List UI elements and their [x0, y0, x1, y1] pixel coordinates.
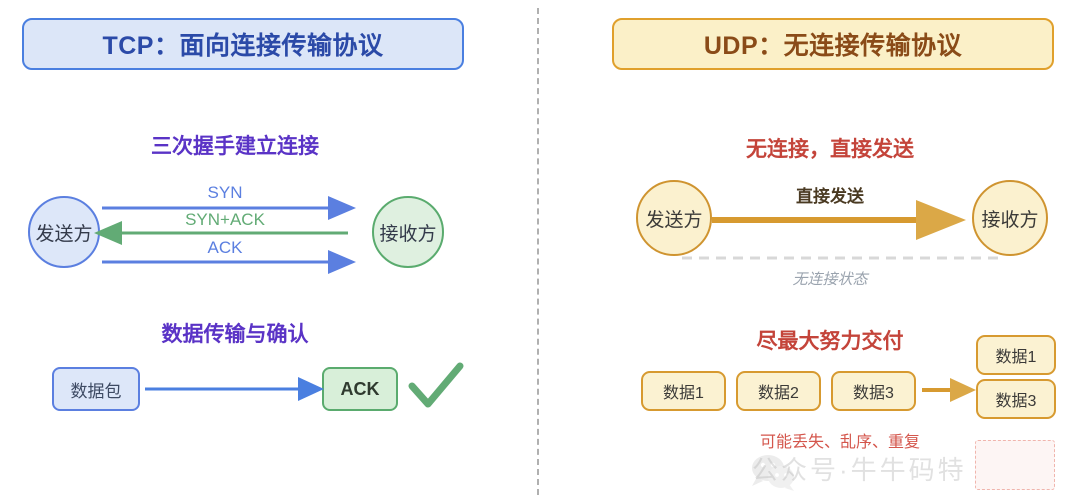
- panel-divider: [537, 8, 539, 495]
- tcp-data-transfer-heading: 数据传输与确认: [161, 323, 309, 346]
- udp-receiver-node: 接收方: [972, 180, 1048, 256]
- udp-connectionless-state-note: 无连接状态: [792, 271, 868, 288]
- udp-best-effort-heading: 尽最大努力交付: [756, 330, 904, 353]
- udp-input-box-1: 数据1: [641, 371, 726, 411]
- tcp-receiver-node: 接收方: [372, 196, 444, 268]
- tcp-data-packet-box: 数据包: [52, 367, 140, 411]
- tcp-arrow-label-ack: ACK: [207, 238, 243, 257]
- udp-connectionless-heading: 无连接，直接发送: [746, 138, 914, 161]
- tcp-ack-box: ACK: [322, 367, 398, 411]
- watermark-highlight-box: [975, 440, 1055, 490]
- udp-arrow-label-direct-send: 直接发送: [796, 187, 864, 206]
- udp-title-banner: UDP：无连接传输协议: [612, 18, 1054, 70]
- udp-input-box-3: 数据3: [831, 371, 916, 411]
- tcp-title-banner: TCP：面向连接传输协议: [22, 18, 464, 70]
- tcp-handshake-heading: 三次握手建立连接: [151, 135, 319, 158]
- udp-output-box-1: 数据1: [976, 335, 1056, 375]
- udp-loss-note: 可能丢失、乱序、重复: [759, 434, 920, 451]
- check-mark-icon: [408, 362, 464, 408]
- tcp-arrow-label-synack: SYN+ACK: [185, 210, 265, 229]
- udp-delivery-arrow: [922, 378, 976, 402]
- udp-output-box-2: 数据3: [976, 379, 1056, 419]
- tcp-sender-node: 发送方: [28, 196, 100, 268]
- watermark: 公众号·牛牛码特: [752, 450, 967, 487]
- tcp-packet-to-ack-arrow: [145, 377, 324, 401]
- tcp-arrow-label-syn: SYN: [207, 183, 243, 202]
- udp-sender-node: 发送方: [636, 180, 712, 256]
- watermark-text: 公众号·牛牛码特: [752, 455, 967, 485]
- udp-input-box-2: 数据2: [736, 371, 821, 411]
